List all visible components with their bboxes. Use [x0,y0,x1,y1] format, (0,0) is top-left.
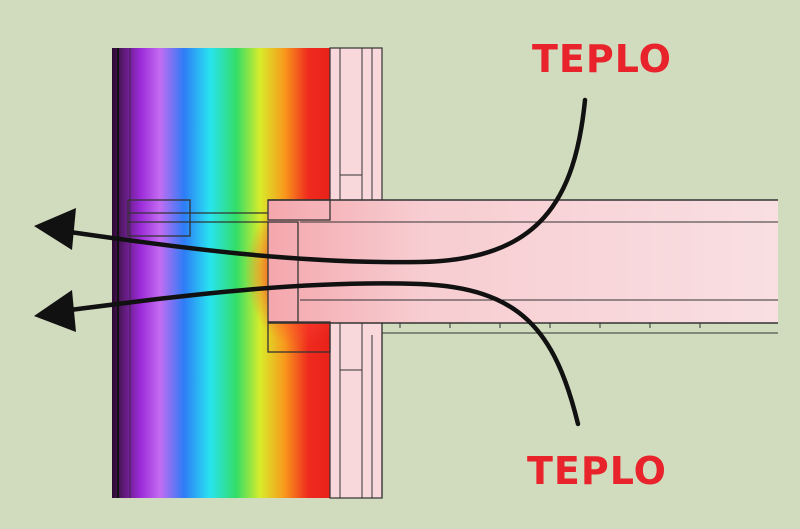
heat-flow-bottom [67,281,581,427]
floor-tile-marks [399,323,701,328]
thermal-gradient-wall [112,48,330,498]
arrowhead-icon [34,208,76,250]
heat-flow-top [67,97,588,265]
heat-label-bottom: TEPLO [527,449,667,493]
arrowhead-icon [34,290,76,332]
heat-label-top: TEPLO [532,37,672,81]
heat-flow-arrows [67,97,588,427]
slab-anchors [127,199,331,353]
